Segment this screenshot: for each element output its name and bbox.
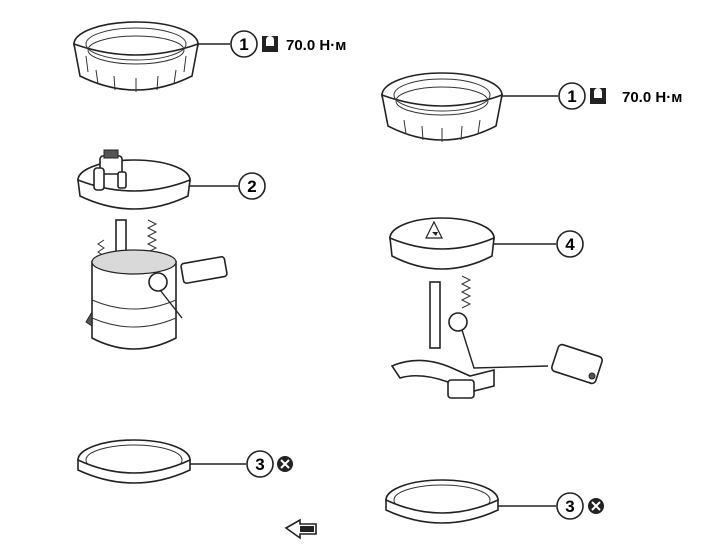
fuel-level-sensor-unit [389,217,603,399]
callout-number-3-right: 3 [565,497,574,516]
do-not-reuse-icon [277,456,293,472]
callout-number-2: 2 [247,177,256,196]
callout-number-4: 4 [565,235,575,254]
torque-value-right: 70.0 Н·м [622,89,682,106]
seal-ring-left [77,439,191,484]
callout-circle-1-left [230,30,258,58]
seal-ring-right [385,479,499,524]
do-not-reuse-icon [588,498,604,514]
callout-circle-4 [556,230,584,258]
torque-value-left: 70.0 Н·м [286,37,346,54]
callout-circle-1-right [558,82,586,110]
lock-ring-right [380,72,504,142]
callout-number-3-left: 3 [255,455,264,474]
lock-ring-left [72,21,200,92]
callout-circle-2 [238,172,266,200]
torque-wrench-icon [590,88,606,104]
callout-number-1-right: 1 [567,87,576,106]
fuel-pump-assembly [77,149,228,350]
torque-wrench-icon [262,36,278,52]
callout-circle-3-right [556,492,584,520]
callout-circle-3-left [246,450,274,478]
front-direction-arrow-icon [284,518,317,540]
callout-number-1-left: 1 [239,35,248,54]
